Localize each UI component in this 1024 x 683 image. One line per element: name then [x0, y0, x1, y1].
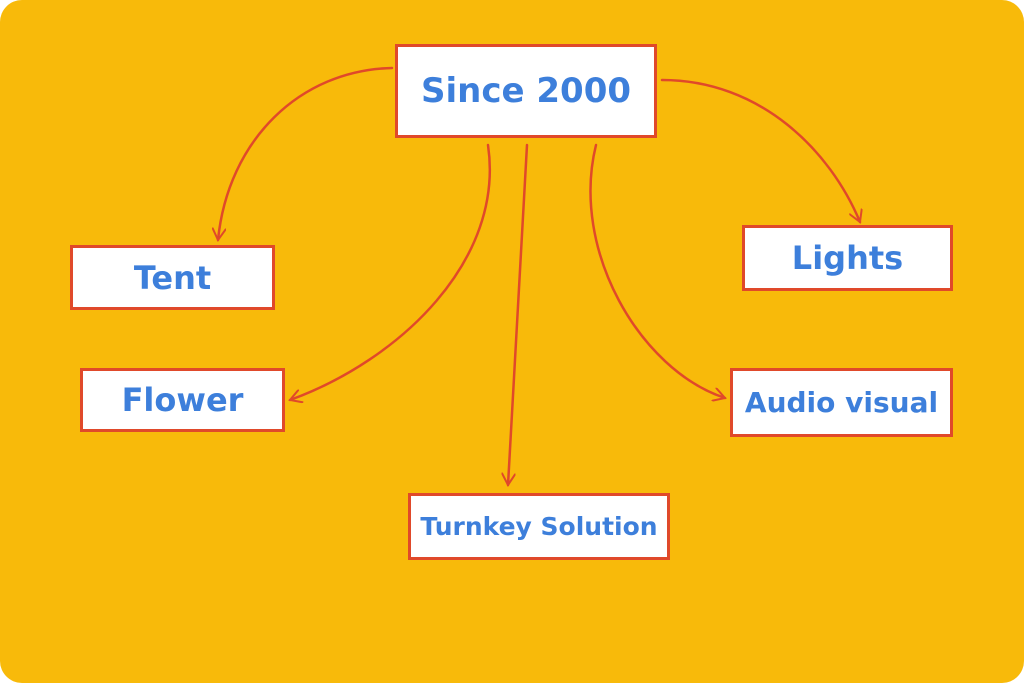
node-turnkey-solution: Turnkey Solution — [408, 493, 670, 560]
node-lights: Lights — [742, 225, 953, 291]
node-tent: Tent — [70, 245, 275, 310]
node-flower: Flower — [80, 368, 285, 432]
node-audio-visual: Audio visual — [730, 368, 953, 437]
arrow-to-flower — [290, 143, 491, 400]
arrow-to-audio-visual — [589, 143, 725, 398]
arrow-to-lights — [660, 78, 860, 222]
node-since-2000: Since 2000 — [395, 44, 657, 138]
arrow-to-tent — [218, 66, 394, 240]
arrow-to-turnkey — [508, 143, 529, 485]
